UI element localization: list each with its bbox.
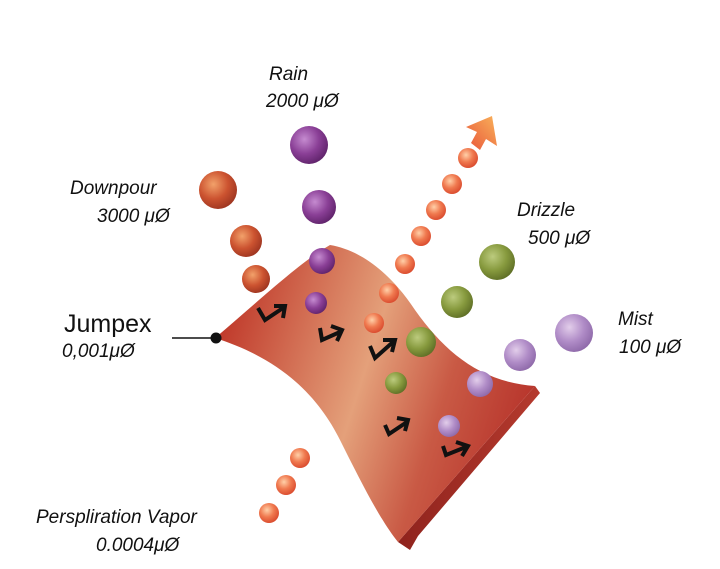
vapor-particle — [442, 174, 462, 194]
mist-value: 100 μØ — [619, 337, 682, 358]
mist-droplet — [504, 339, 536, 371]
vapor-label: Perspliration Vapor — [36, 507, 197, 528]
mist-label: Mist — [618, 309, 653, 330]
fabric-point-marker-icon — [172, 332, 222, 344]
rain-droplet — [290, 126, 328, 164]
direction-arrows — [256, 304, 471, 458]
vapor-value: 0.0004μØ — [96, 535, 180, 556]
vapor-particle — [276, 475, 296, 495]
vapor-particle — [395, 254, 415, 274]
rain-label: Rain — [269, 64, 308, 87]
direction-arrow-icon — [318, 324, 345, 343]
drizzle-value: 500 μØ — [528, 228, 591, 249]
vapor-particle — [458, 148, 478, 168]
jumpex-value: 0,001μØ — [62, 341, 135, 362]
drizzle-droplet — [441, 286, 473, 318]
vapor-particle — [426, 200, 446, 220]
downpour-droplet — [242, 265, 270, 293]
rain-droplet — [305, 292, 327, 314]
vapor-arrowhead-icon — [466, 116, 497, 150]
fabric-surface — [215, 245, 535, 542]
direction-arrow-icon — [256, 304, 288, 323]
direction-arrow-icon — [368, 338, 398, 362]
rain-name: Rain — [269, 64, 309, 85]
jumpex-label: Jumpex — [64, 310, 152, 338]
mist-droplets — [438, 314, 593, 437]
vapor-particle — [411, 226, 431, 246]
rain-droplet — [309, 248, 335, 274]
drizzle-droplet — [385, 372, 407, 394]
drizzle-droplet — [479, 244, 515, 280]
mist-droplet — [438, 415, 460, 437]
mist-droplet — [555, 314, 593, 352]
rain-droplet — [302, 190, 336, 224]
fabric-sheet — [215, 245, 540, 550]
mist-droplet — [467, 371, 493, 397]
downpour-droplet — [230, 225, 262, 257]
rain-value: 2000 μØ — [266, 91, 339, 112]
drizzle-label: Drizzle — [517, 200, 576, 221]
fabric-edge — [398, 386, 540, 550]
vapor-particle — [290, 448, 310, 468]
drizzle-droplets — [385, 244, 515, 394]
vapor-out-stream — [364, 116, 497, 333]
downpour-droplets — [199, 171, 270, 293]
direction-arrow-icon — [441, 440, 471, 458]
direction-arrow-icon — [383, 416, 411, 437]
drizzle-droplet — [406, 327, 436, 357]
downpour-value: 3000 μØ — [97, 206, 170, 227]
downpour-label: Downpour — [70, 178, 157, 199]
rain-droplets — [290, 126, 336, 314]
vapor-particle — [364, 313, 384, 333]
vapor-in-stream — [259, 448, 310, 523]
vapor-particle — [259, 503, 279, 523]
downpour-droplet — [199, 171, 237, 209]
vapor-particle — [379, 283, 399, 303]
